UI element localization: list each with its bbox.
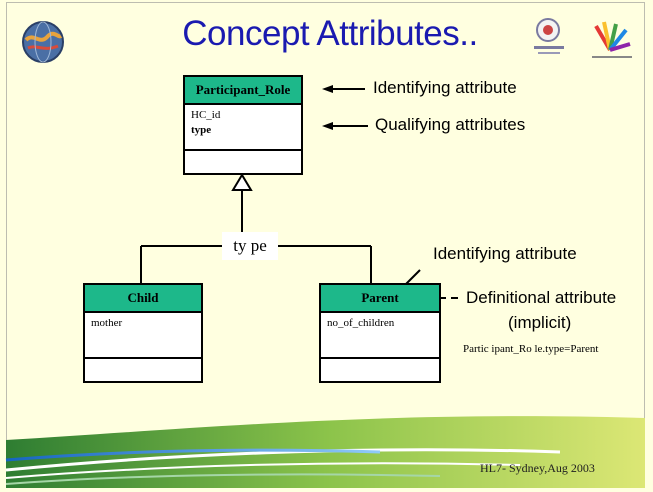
annotation-identifying-top: Identifying attribute <box>373 78 517 97</box>
slide-footer: HL7- Sydney,Aug 2003 <box>480 461 595 475</box>
annotation-implicit: (implicit) <box>508 313 572 332</box>
annotation-definitional: Definitional attribute <box>466 288 617 307</box>
attribute-type: type <box>191 124 212 136</box>
class-name: Child <box>85 285 201 313</box>
annotation-constraint: Partic ipant_Ro le.type=Parent <box>463 343 599 355</box>
generalization-triangle-icon <box>231 173 253 191</box>
attribute-no-of-children: no_of_children <box>327 317 395 329</box>
attribute-mother: mother <box>91 317 123 329</box>
annotation-identifying-parent: Identifying attribute <box>433 244 577 263</box>
class-participant-role: Participant_Role HC_id type <box>183 75 303 175</box>
attribute-hc-id: HC_id <box>191 109 221 121</box>
partner-logos <box>534 18 632 58</box>
class-attributes: HC_id type <box>185 105 301 151</box>
class-name: Parent <box>321 285 439 313</box>
starburst-logo-icon <box>592 21 632 58</box>
globe-logo-icon <box>22 21 64 63</box>
seal-logo-icon <box>534 18 564 54</box>
slide-title: Concept Attributes.. <box>182 14 478 53</box>
annotation-qualifying: Qualifying attributes <box>375 115 526 134</box>
class-parent: Parent no_of_children <box>319 283 441 383</box>
class-attributes: no_of_children <box>321 313 439 359</box>
class-child: Child mother <box>83 283 203 383</box>
generalization-discriminator-label: ty pe <box>222 232 278 260</box>
class-name: Participant_Role <box>185 77 301 105</box>
class-attributes: mother <box>85 313 201 359</box>
